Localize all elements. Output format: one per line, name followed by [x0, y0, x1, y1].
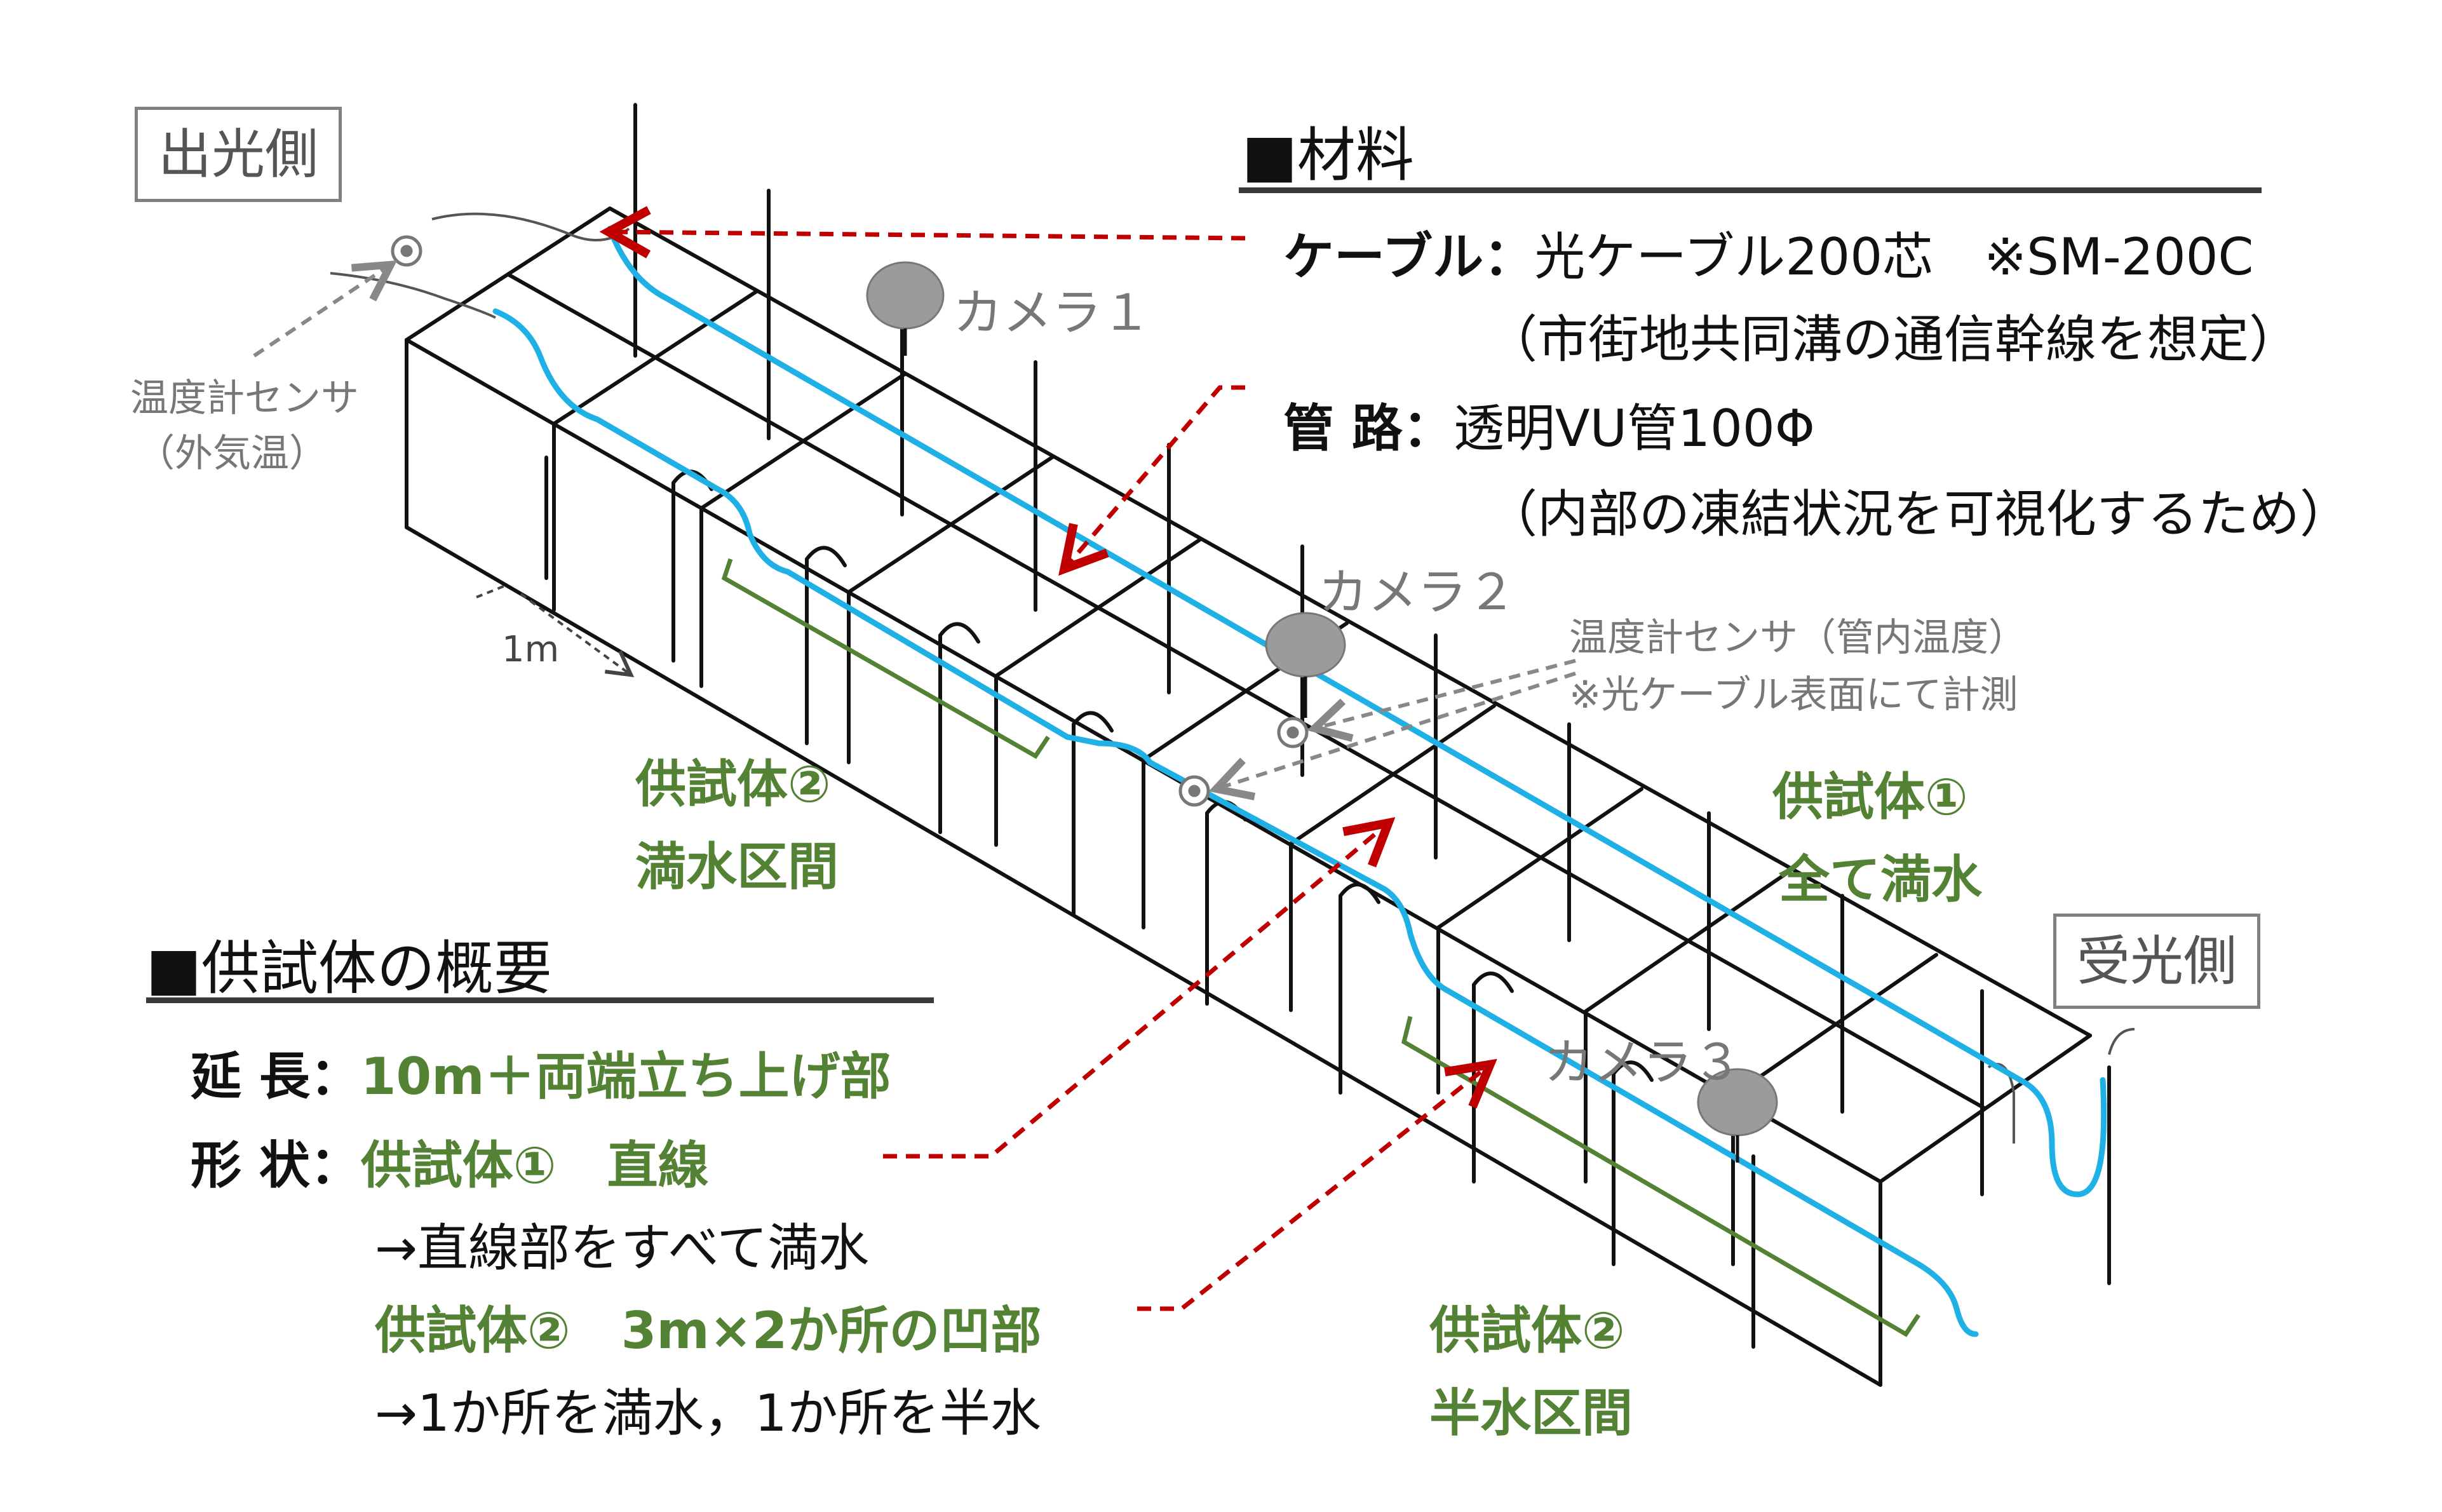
- shape-value-2: 供試体② 3m×2か所の凹部: [375, 1301, 1042, 1360]
- shape-note-1: →直線部をすべて満水: [375, 1218, 870, 1278]
- specimen-2-full-label-2: 満水区間: [635, 837, 839, 896]
- red-leaders: [613, 232, 1487, 1311]
- temp-sensor-pipe-label-2: ※光ケーブル表面にて計測: [1569, 673, 2018, 717]
- overview-divider: [146, 997, 934, 1003]
- overview-heading: ■供試体の概要: [146, 935, 552, 1002]
- gray-leaders: [253, 267, 1576, 788]
- temp-sensor-outside-label-2: （外気温）: [137, 431, 327, 476]
- trench-frame: [405, 103, 2111, 1387]
- shape-key: 形 状：: [191, 1136, 361, 1195]
- camera-1-label: カメラ１: [953, 285, 1152, 342]
- specimen-2-half-label-2: 半水区間: [1429, 1384, 1633, 1443]
- specimen-2-full-label-1: 供試体②: [635, 755, 831, 814]
- materials-cable-row: ケーブル：光ケーブル200芯 ※SM-200C: [1283, 216, 2253, 290]
- emit-side-label: 出光側: [135, 107, 342, 202]
- camera-1-icon: [866, 261, 945, 330]
- pipe-value: 透明VU管100Φ: [1453, 399, 1815, 458]
- specimen-zones: [721, 558, 1920, 1337]
- temperature-sensors: [391, 235, 1309, 807]
- dimension-1m: [476, 583, 635, 678]
- shape-value-1: 供試体① 直線: [360, 1136, 709, 1195]
- camera-3-label: カメラ３: [1544, 1034, 1743, 1091]
- cameras: [866, 261, 1778, 1163]
- specimen-1-label-2: 全て満水: [1779, 850, 1982, 909]
- specimen-1-label-1: 供試体①: [1772, 767, 1968, 827]
- materials-pipe-row: 管 路：透明VU管100Φ: [1283, 388, 1815, 461]
- length-value: 10m＋両端立ち上げ部: [360, 1047, 891, 1106]
- cable-note: （市街地共同溝の通信幹線を想定）: [1487, 310, 2300, 369]
- shape-note-2: →1か所を満水，1か所を半水: [375, 1384, 1041, 1443]
- optical-cable: [492, 226, 2107, 1337]
- zone-full-water: [721, 558, 1050, 759]
- pipe-key: 管 路：: [1283, 399, 1454, 458]
- overview-length-row: 延 長：10m＋両端立ち上げ部: [191, 1036, 891, 1109]
- materials-divider: [1239, 187, 2262, 193]
- pipe-note: （内部の凍結状況を可視化するため）: [1487, 485, 2351, 544]
- zone-half-water: [1401, 1016, 1920, 1337]
- receive-side-label: 受光側: [2053, 914, 2261, 1009]
- specimen-2-half-label-1: 供試体②: [1429, 1301, 1625, 1360]
- materials-heading: ■材料: [1242, 121, 1414, 189]
- cable-specimen-1: [607, 226, 2107, 1198]
- temp-sensor-outside-label-1: 温度計センサ: [130, 376, 359, 421]
- camera-2-label: カメラ２: [1318, 564, 1517, 621]
- temp-sensor-pipe-label-1: 温度計センサ（管内温度）: [1569, 616, 2027, 660]
- cable-key: ケーブル：: [1283, 227, 1535, 287]
- frame-bottom-edge: [405, 525, 1882, 1387]
- length-key: 延 長：: [191, 1047, 361, 1106]
- cable-specimen-2: [492, 308, 1979, 1337]
- cable-value: 光ケーブル200芯 ※SM-200C: [1534, 227, 2254, 287]
- dimension-label: 1m: [502, 629, 560, 670]
- overview-shape-row: 形 状：供試体① 直線: [191, 1124, 709, 1198]
